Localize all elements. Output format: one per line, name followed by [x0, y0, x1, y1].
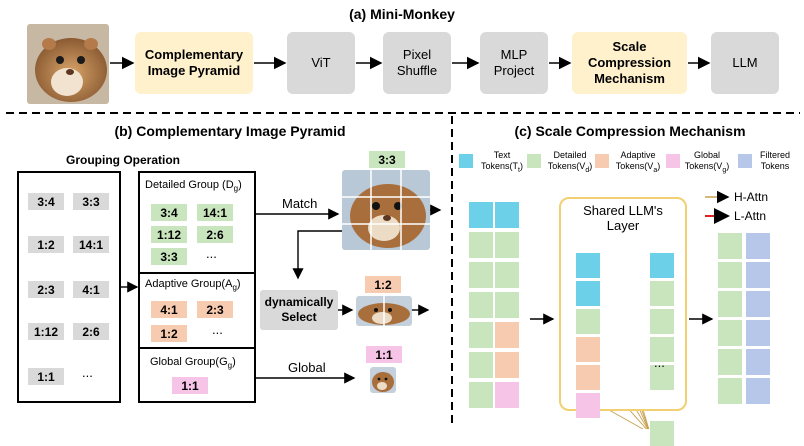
- input-token: [469, 292, 493, 318]
- global-chip: 1:1: [172, 377, 208, 394]
- ratio-chip: 1:1: [28, 368, 64, 385]
- global-label: Global: [288, 360, 326, 375]
- detailed-group-title: Detailed Group (Dg): [145, 179, 242, 194]
- h-attn-label: H-Attn: [734, 190, 769, 204]
- output-token: [718, 378, 742, 404]
- layer-token: [650, 281, 674, 306]
- section-a-title: (a) Mini-Monkey: [349, 6, 455, 22]
- global-result-chip: 1:1: [366, 346, 402, 363]
- legend-global-swatch: [666, 154, 680, 168]
- node-complementary-image-pyramid: Complementary Image Pyramid: [135, 32, 253, 94]
- select-result-chip: 1:2: [365, 276, 401, 293]
- input-token: [495, 322, 519, 348]
- layer-ellipsis: ...: [654, 355, 665, 370]
- output-token: [718, 320, 742, 346]
- section-c-title: (c) Scale Compression Mechanism: [514, 123, 746, 139]
- node-scale-compression-mechanism: Scale Compression Mechanism: [572, 32, 687, 94]
- ratio-chip: 3:4: [28, 193, 64, 210]
- legend-detailed-swatch: [527, 154, 541, 168]
- ratio-chip: 14:1: [73, 236, 109, 253]
- adaptive-ellipsis: ...: [212, 322, 223, 337]
- ratio-chip: 4:1: [73, 281, 109, 298]
- layer-token: [650, 253, 674, 278]
- adaptive-chip: 1:2: [151, 325, 187, 342]
- input-token: [495, 262, 519, 288]
- layer-token: [576, 393, 600, 418]
- node-vit: ViT: [287, 32, 355, 94]
- output-token: [718, 262, 742, 288]
- output-token: [746, 262, 770, 288]
- layer-token: [650, 309, 674, 334]
- input-hamster-image: [27, 24, 109, 104]
- layer-token: [650, 337, 674, 362]
- detailed-chip: 2:6: [197, 226, 233, 243]
- legend-filtered-label: Filtered Tokens: [759, 150, 790, 171]
- output-token: [718, 349, 742, 375]
- match-result-chip: 3:3: [369, 151, 405, 168]
- match-label: Match: [282, 196, 318, 211]
- layer-token: [576, 253, 600, 278]
- input-token: [469, 322, 493, 348]
- ratio-chip: 2:6: [73, 323, 109, 340]
- legend-text-swatch: [459, 154, 473, 168]
- legend-filtered-swatch: [738, 154, 752, 168]
- group-divider: [138, 272, 256, 274]
- layer-token: [650, 365, 674, 390]
- detailed-chip: 1:12: [151, 226, 187, 243]
- layer-token: [576, 337, 600, 362]
- node-pixel-shuffle: Pixel Shuffle: [383, 32, 451, 94]
- adaptive-chip: 4:1: [151, 301, 187, 318]
- adaptive-group-title: Adaptive Group(Ag): [145, 278, 241, 293]
- input-token: [495, 292, 519, 318]
- detailed-chip: 3:4: [151, 204, 187, 221]
- legend-global-label: Global Tokens(Vg): [684, 150, 730, 174]
- input-token: [469, 232, 493, 258]
- legend-detailed-label: Detailed Tokens(Vd): [547, 150, 593, 174]
- legend-adaptive-label: Adaptive Tokens(Va): [615, 150, 661, 174]
- ratio-chip: 3:3: [73, 193, 109, 210]
- legend-adaptive-swatch: [595, 154, 609, 168]
- group-divider: [138, 347, 256, 349]
- output-token: [746, 233, 770, 259]
- input-token: [495, 352, 519, 378]
- matched-grid-image: [342, 170, 430, 250]
- detailed-chip: 14:1: [197, 204, 233, 221]
- node-llm: LLM: [711, 32, 779, 94]
- l-attn-label: L-Attn: [734, 209, 767, 223]
- input-token: [495, 382, 519, 408]
- global-thumbnail-image: [370, 367, 396, 393]
- output-token: [746, 378, 770, 404]
- detailed-ellipsis: ...: [206, 246, 217, 261]
- ratio-chip: 1:12: [28, 323, 64, 340]
- layer-token: [650, 421, 674, 446]
- ratio-chip: 2:3: [28, 281, 64, 298]
- ratio-chip: 1:2: [28, 236, 64, 253]
- input-token: [495, 232, 519, 258]
- input-token: [469, 382, 493, 408]
- output-token: [746, 291, 770, 317]
- output-token: [746, 349, 770, 375]
- grouping-operation-title: Grouping Operation: [66, 153, 180, 167]
- input-token: [469, 352, 493, 378]
- layer-token: [576, 365, 600, 390]
- input-token: [469, 202, 493, 228]
- node-mlp-project: MLP Project: [480, 32, 548, 94]
- section-b-title: (b) Complementary Image Pyramid: [114, 123, 346, 139]
- layer-token: [576, 281, 600, 306]
- output-token: [746, 320, 770, 346]
- output-token: [718, 291, 742, 317]
- pyramid-arrows: [121, 204, 442, 384]
- legend-text-label: Text Tokens(Tt): [481, 150, 523, 174]
- detailed-chip: 3:3: [151, 248, 187, 265]
- shared-llm-layer-title: Shared LLM's Layer: [583, 203, 663, 233]
- input-token: [495, 202, 519, 228]
- adaptive-chip: 2:3: [197, 301, 233, 318]
- ratio-ellipsis: ...: [82, 365, 93, 380]
- output-token: [718, 233, 742, 259]
- adaptive-split-image: [356, 296, 412, 326]
- dynamically-select-box: dynamically Select: [260, 290, 338, 330]
- input-token: [469, 262, 493, 288]
- layer-token: [576, 309, 600, 334]
- global-group-title: Global Group(Gg): [150, 356, 236, 371]
